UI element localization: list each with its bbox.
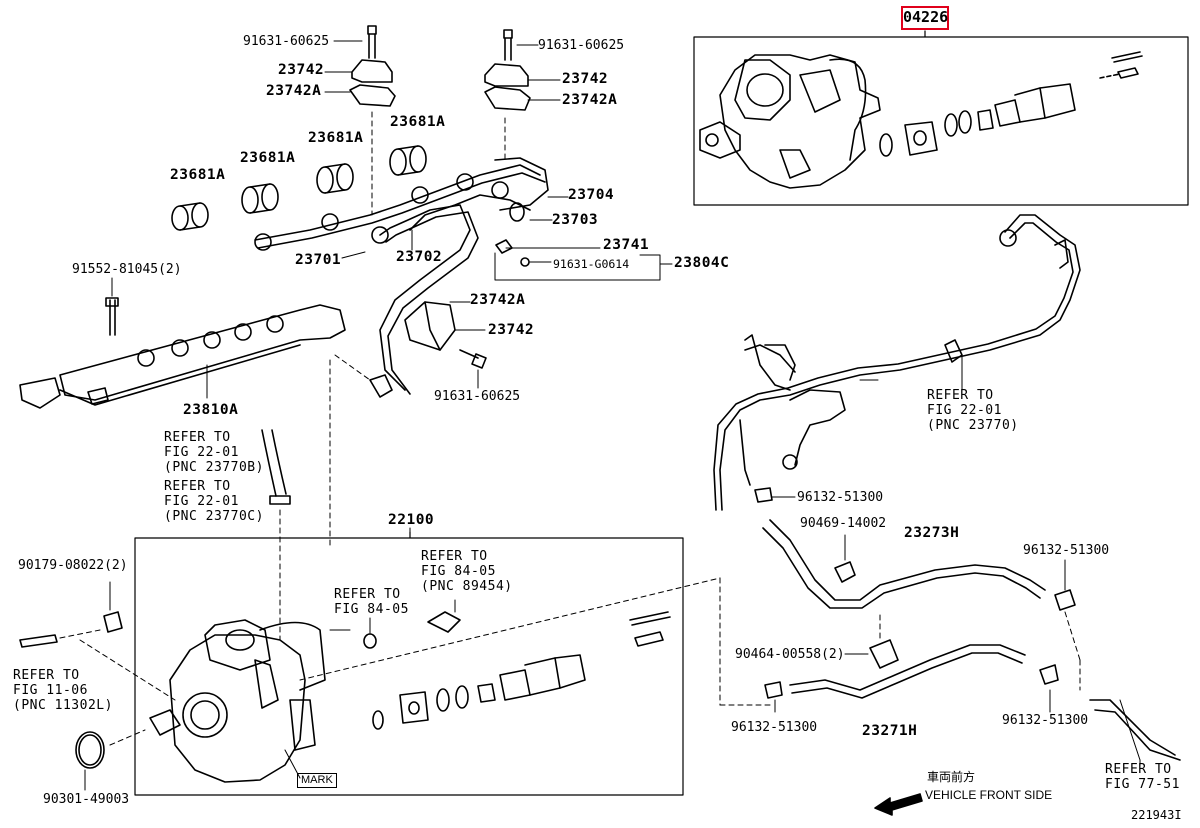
part-96132-51300-c[interactable]: 96132-51300	[731, 720, 818, 735]
part-90464-00558[interactable]: 90464-00558(2)	[735, 647, 845, 662]
refer-5-line-3: (PNC 11302L)	[13, 698, 113, 713]
supply-pump-drawing	[19, 426, 771, 796]
part-23271H[interactable]: 23271H	[862, 723, 918, 739]
part-23742-a[interactable]: 23742	[278, 62, 325, 78]
pump-assembly-04226-drawing	[693, 30, 1189, 206]
front-label-en: VEHICLE FRONT SIDE	[925, 788, 1053, 802]
part-23742A-b[interactable]: 23742A	[562, 92, 618, 108]
sleeves-drawing	[171, 145, 427, 231]
part-23810A[interactable]: 23810A	[183, 402, 239, 418]
refer-block-6: REFER TO FIG 22-01 (PNC 23770)	[927, 388, 1019, 433]
refer-7-line-2: FIG 77-51	[1105, 777, 1180, 792]
highlight-part-04226[interactable]: 04226	[901, 6, 949, 30]
refer-4-line-2: FIG 84-05	[334, 602, 409, 617]
part-22100[interactable]: 22100	[388, 512, 435, 528]
part-90179-08022[interactable]: 90179-08022(2)	[18, 558, 128, 573]
refer-4-line-1: REFER TO	[334, 587, 401, 602]
refer-block-7: REFER TO FIG 77-51	[1105, 762, 1180, 792]
part-23741[interactable]: 23741	[603, 237, 650, 253]
refer-5-line-1: REFER TO	[13, 668, 80, 683]
refer-1-line-1: REFER TO	[164, 430, 231, 445]
refer-block-4: REFER TO FIG 84-05	[334, 587, 409, 617]
part-90301-49003[interactable]: 90301-49003	[43, 792, 130, 807]
injection-pipes-drawing	[254, 157, 673, 398]
refer-block-3: REFER TO FIG 84-05 (PNC 89454)	[421, 549, 513, 594]
clamp-group-left-drawing	[324, 25, 396, 216]
part-23742A-a[interactable]: 23742A	[266, 83, 322, 99]
part-23681A-1[interactable]: 23681A	[390, 114, 446, 130]
part-23742-c[interactable]: 23742	[488, 322, 535, 338]
common-rail-drawing	[19, 277, 371, 546]
refer-3-line-1: REFER TO	[421, 549, 488, 564]
refer-2-line-1: REFER TO	[164, 479, 231, 494]
part-23742A-c[interactable]: 23742A	[470, 292, 526, 308]
refer-block-5: REFER TO FIG 11-06 (PNC 11302L)	[13, 668, 113, 713]
fuel-hoses-drawing	[713, 214, 1181, 766]
part-23681A-2[interactable]: 23681A	[308, 130, 364, 146]
part-91552-81045[interactable]: 91552-81045(2)	[72, 262, 182, 277]
lower-clamp-drawing	[404, 301, 487, 389]
refer-1-line-3: (PNC 23770B)	[164, 460, 264, 475]
refer-3-line-2: FIG 84-05	[421, 564, 496, 579]
part-23681A-3[interactable]: 23681A	[240, 150, 296, 166]
part-91631-G0614[interactable]: 91631-G0614	[553, 257, 630, 271]
front-direction-arrow	[874, 793, 923, 816]
clamp-group-right-drawing	[484, 29, 561, 161]
part-91631-60625-b[interactable]: 91631-60625	[538, 38, 625, 53]
refer-6-line-3: (PNC 23770)	[927, 418, 1019, 433]
refer-2-line-2: FIG 22-01	[164, 494, 239, 509]
refer-3-line-3: (PNC 89454)	[421, 579, 513, 594]
part-23681A-4[interactable]: 23681A	[170, 167, 226, 183]
part-90469-14002[interactable]: 90469-14002	[800, 516, 887, 531]
part-96132-51300-a[interactable]: 96132-51300	[797, 490, 884, 505]
refer-7-line-1: REFER TO	[1105, 762, 1172, 777]
part-23702[interactable]: 23702	[396, 249, 443, 265]
refer-block-2: REFER TO FIG 22-01 (PNC 23770C)	[164, 479, 264, 524]
part-23704[interactable]: 23704	[568, 187, 615, 203]
mark-label: MARK	[297, 773, 337, 788]
part-23742-b[interactable]: 23742	[562, 71, 609, 87]
refer-5-line-2: FIG 11-06	[13, 683, 88, 698]
refer-block-1: REFER TO FIG 22-01 (PNC 23770B)	[164, 430, 264, 475]
part-96132-51300-d[interactable]: 96132-51300	[1002, 713, 1089, 728]
front-label-jp: 車両前方	[927, 770, 976, 784]
part-23703[interactable]: 23703	[552, 212, 599, 228]
part-23273H[interactable]: 23273H	[904, 525, 960, 541]
refer-6-line-2: FIG 22-01	[927, 403, 1002, 418]
part-96132-51300-b[interactable]: 96132-51300	[1023, 543, 1110, 558]
refer-1-line-2: FIG 22-01	[164, 445, 239, 460]
figure-id: 221943I	[1131, 808, 1182, 822]
part-23804C[interactable]: 23804C	[674, 255, 730, 271]
refer-2-line-3: (PNC 23770C)	[164, 509, 264, 524]
part-91631-60625-c[interactable]: 91631-60625	[434, 389, 521, 404]
part-91631-60625-a[interactable]: 91631-60625	[243, 34, 330, 49]
refer-6-line-1: REFER TO	[927, 388, 994, 403]
part-23701[interactable]: 23701	[295, 252, 342, 268]
